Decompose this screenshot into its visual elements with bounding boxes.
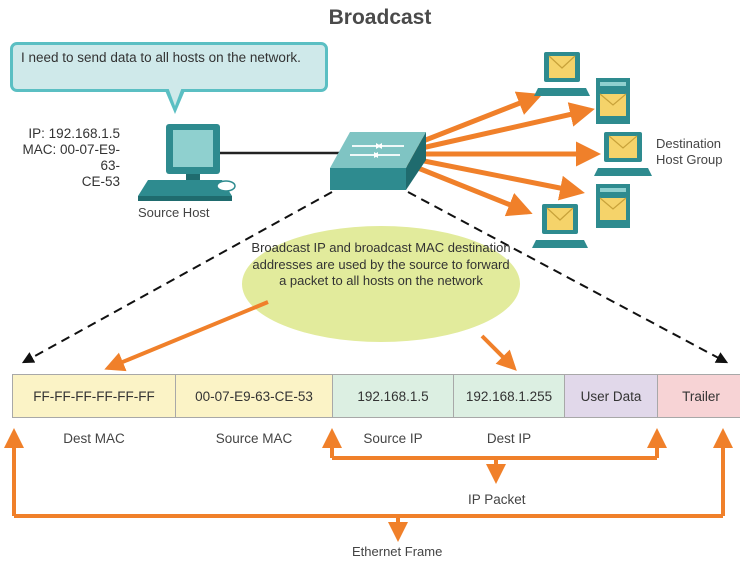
destination-computer-icon <box>534 52 590 96</box>
field-user-data: User Data <box>564 374 658 418</box>
broadcast-arrows <box>397 91 601 217</box>
destination-tower-icon <box>596 184 630 228</box>
dashed-line-left <box>21 191 333 364</box>
source-mac-line1: MAC: 00-07-E9-63- <box>22 142 120 173</box>
arrow-to-dest-mac <box>104 300 269 372</box>
source-address-info: IP: 192.168.1.5 MAC: 00-07-E9-63- CE-53 <box>8 126 120 190</box>
destination-group-line1: Destination <box>656 136 722 151</box>
field-dest-mac: FF-FF-FF-FF-FF-FF <box>12 374 176 418</box>
field-source-mac: 00-07-E9-63-CE-53 <box>175 374 333 418</box>
source-ip: IP: 192.168.1.5 <box>28 126 120 141</box>
ethernet-frame-label: Ethernet Frame <box>352 544 443 559</box>
note-ellipse <box>242 226 520 342</box>
label-source-mac: Source MAC <box>215 431 293 446</box>
destination-group-label: Destination Host Group <box>656 136 722 168</box>
ip-packet-label: IP Packet <box>468 492 526 507</box>
source-host-label: Source Host <box>138 205 210 220</box>
destination-tower-icon <box>596 78 630 124</box>
source-computer-icon <box>138 124 236 201</box>
ip-packet-bracket <box>322 428 667 484</box>
ethernet-frame-bracket <box>3 428 733 542</box>
arrow-to-dest-ip <box>480 334 517 371</box>
frame-fields: FF-FF-FF-FF-FF-FF 00-07-E9-63-CE-53 192.… <box>12 374 740 418</box>
label-source-ip: Source IP <box>363 431 423 446</box>
destination-computer-icon <box>532 204 588 248</box>
label-dest-ip: Dest IP <box>486 431 532 446</box>
field-trailer: Trailer <box>657 374 740 418</box>
switch-icon <box>330 132 426 190</box>
speech-callout: I need to send data to all hosts on the … <box>10 42 328 92</box>
diagram-title: Broadcast <box>328 6 432 29</box>
field-dest-ip: 192.168.1.255 <box>453 374 565 418</box>
source-mac-line2: CE-53 <box>81 174 120 189</box>
callout-tail-inner <box>168 87 182 106</box>
destination-computer-icon <box>594 132 652 176</box>
label-dest-mac: Dest MAC <box>63 431 125 446</box>
dashed-line-right <box>407 191 729 364</box>
destination-group-line2: Host Group <box>656 152 723 167</box>
ellipse-note-text: Broadcast IP and broadcast MAC destinati… <box>251 240 511 288</box>
field-source-ip: 192.168.1.5 <box>332 374 454 418</box>
